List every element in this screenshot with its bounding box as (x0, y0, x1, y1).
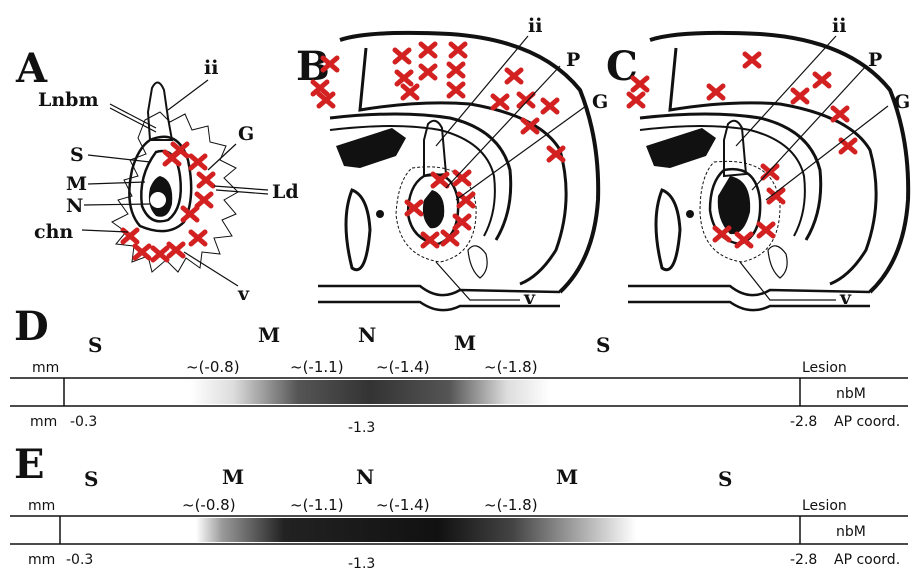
strip-e-zone-5: S (718, 467, 732, 491)
strip-e-zone-2: M (222, 465, 244, 489)
panel-c-label-v: v (839, 287, 852, 309)
strip-e-zone-4: M (556, 465, 578, 489)
strip-d-zone-4: M (454, 331, 476, 355)
panel-b-ventricle (336, 128, 406, 168)
strip-e-mm-bottom: mm (28, 552, 55, 568)
strip-d-nbm-label: nbM (836, 386, 866, 402)
panel-c-label-p: P (868, 49, 882, 71)
strip-e-center: -1.3 (348, 556, 375, 571)
panel-a-label-ld: Ld (272, 181, 299, 203)
panel-a-label-m: M (66, 173, 87, 195)
panel-b-label-v: v (523, 287, 536, 309)
strip-e-mm-top: mm (28, 498, 55, 514)
strip-d-zone-1: S (88, 333, 102, 357)
panel-c-letter: C (606, 43, 638, 90)
panel-c-label-ii: ii (832, 15, 846, 37)
strip-e-lesion-label: Lesion (802, 498, 847, 514)
panel-a-label-lnbm: Lnbm (38, 89, 99, 111)
panel-b-septum (346, 190, 370, 270)
panel-c-nucleus (718, 176, 750, 234)
strip-d-center: -1.3 (348, 420, 375, 436)
strip-d-start: -0.3 (70, 414, 97, 430)
panel-b: B (296, 15, 608, 310)
panel-a-leaders (82, 80, 268, 286)
strip-d-end-label: AP coord. (834, 414, 900, 430)
panel-c-internal-capsule (724, 121, 746, 176)
panel-b-label-ii: ii (528, 15, 542, 37)
strip-d-zone-3: N (358, 323, 376, 347)
panel-b-hippocampus (468, 246, 487, 278)
panel-c-label-g: G (894, 91, 910, 113)
panel-b-dot (376, 210, 384, 218)
strip-d-zone-5: S (596, 333, 610, 357)
strip-e-coord-4: ~(-1.8) (484, 496, 538, 514)
panel-a-letter: A (15, 45, 48, 92)
strip-e-end: -2.8 (790, 552, 817, 568)
strip-e-zone-3: N (356, 465, 374, 489)
panel-c-base (628, 286, 870, 310)
panel-b-callosum (330, 114, 511, 240)
panel-c: C ii P G v (606, 15, 910, 310)
strip-e-lesion-density (196, 518, 636, 542)
strip-d: D S M N M S ~(-0.8) ~(-1.1) ~(-1.4) ~(-1… (10, 303, 908, 436)
panel-c-cortex-inner (670, 48, 876, 284)
strip-e-coord-3: ~(-1.4) (376, 496, 430, 514)
strip-d-coord-2: ~(-1.1) (290, 358, 344, 376)
strip-d-coord-4: ~(-1.8) (484, 358, 538, 376)
strip-d-lesion-density (190, 380, 550, 404)
panel-c-septum (656, 190, 680, 270)
strip-e-start: -0.3 (66, 552, 93, 568)
strip-e-letter: E (14, 441, 45, 488)
strip-d-end: -2.8 (790, 414, 817, 430)
panel-b-nucleus (423, 190, 444, 228)
panel-a-label-g: G (238, 123, 254, 145)
panel-c-cortex (650, 33, 908, 292)
panel-a-label-chn: chn (34, 221, 73, 243)
strip-e: E S M N M S ~(-0.8) ~(-1.1) ~(-1.4) ~(-1… (10, 441, 908, 571)
strip-e-nbm-label: nbM (836, 524, 866, 540)
strip-d-lesion-label: Lesion (802, 360, 847, 376)
strip-e-coord-1: ~(-0.8) (182, 496, 236, 514)
panel-c-hippocampus (768, 246, 787, 278)
panel-b-label-p: P (566, 49, 580, 71)
panel-a-label-n: N (66, 195, 83, 217)
strip-e-coord-2: ~(-1.1) (290, 496, 344, 514)
strip-d-letter: D (14, 303, 49, 350)
panel-a-label-s: S (70, 144, 84, 166)
panel-a-nucleus-core (150, 192, 166, 208)
panel-a-label-v: v (237, 283, 250, 305)
strip-d-coord-1: ~(-0.8) (186, 358, 240, 376)
strip-d-mm-bottom: mm (30, 414, 57, 430)
strip-e-zone-1: S (84, 467, 98, 491)
strip-d-zone-2: M (258, 323, 280, 347)
strip-d-mm-top: mm (32, 360, 59, 376)
panel-a-internal-capsule (148, 82, 172, 140)
strip-e-end-label: AP coord. (834, 552, 900, 568)
panel-a: A ii (15, 45, 299, 305)
panel-c-ventricle (646, 128, 716, 168)
panel-a-label-ii: ii (204, 57, 218, 79)
panel-b-label-g: G (592, 91, 608, 113)
panel-c-dot (686, 210, 694, 218)
strip-d-coord-3: ~(-1.4) (376, 358, 430, 376)
